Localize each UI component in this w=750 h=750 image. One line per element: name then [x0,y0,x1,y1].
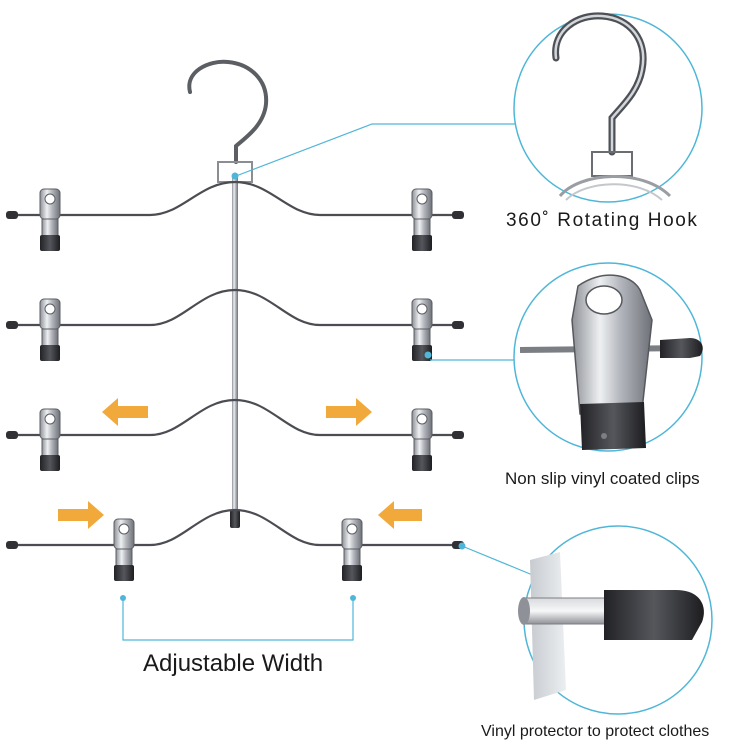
detail-circle-vinyl [518,525,713,715]
center-rod [232,176,238,526]
arrow-left-icon [102,398,148,426]
callout-dots [120,172,466,601]
arrow-right-icon [326,398,372,426]
detail-circle-hook [513,12,703,203]
hanger-main [6,59,466,601]
hanger-hook-icon [187,59,269,164]
adjust-arrows [58,398,422,529]
tier-wires [10,180,462,547]
detail-circle-clip [513,262,703,452]
caption-adjustable-width: Adjustable Width [143,650,324,677]
callout-lines [122,123,536,641]
caption-rotating-hook: 360˚ Rotating Hook [506,210,699,231]
clip-icon [39,298,61,362]
clip-icon [39,408,61,472]
clip-icon [341,518,363,582]
caption-vinyl-protector: Vinyl protector to protect clothes [481,723,710,740]
vinyl-tip-icon [660,338,703,358]
clip-icon [411,188,433,252]
clip-icon [39,188,61,252]
arrow-right-icon [58,501,104,529]
clip-icon [411,408,433,472]
arrow-left-icon [378,501,422,529]
wire-tips [6,211,464,549]
caption-non-slip-clips: Non slip vinyl coated clips [505,469,700,488]
vinyl-tip-icon [604,590,704,640]
clip-icon [113,518,135,582]
